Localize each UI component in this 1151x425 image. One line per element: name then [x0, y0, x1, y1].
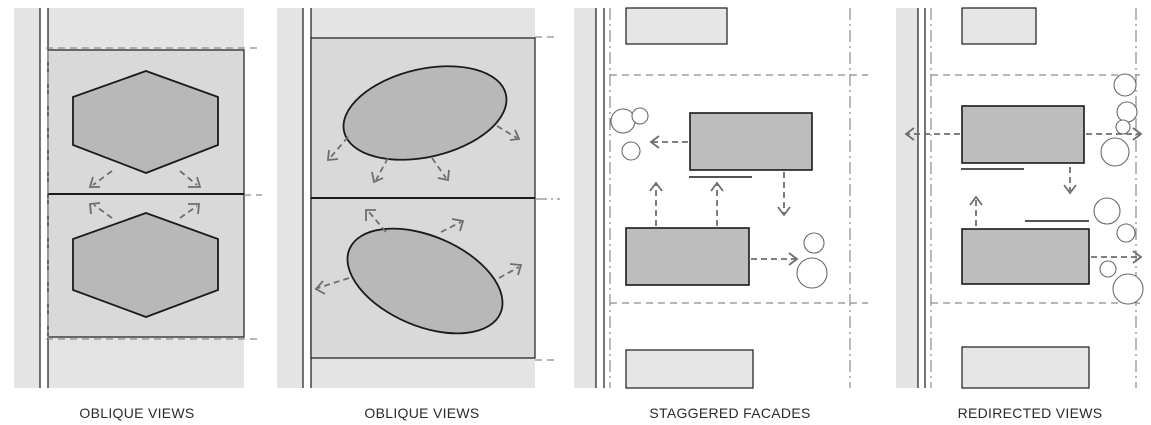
view-arrows [88, 170, 202, 219]
neighbor-building-bottom [961, 346, 1090, 389]
neighbor-building-bottom [625, 349, 754, 389]
panel-1-oblique-hexagons: OBLIQUE VIEWS [14, 8, 262, 421]
building-upper [689, 112, 813, 171]
panel-3-staggered-facades: STAGGERED FACADES [574, 7, 868, 421]
view-arrows [649, 135, 799, 266]
trees [1093, 73, 1144, 305]
street-strip [14, 8, 40, 388]
view-arrows [904, 127, 1143, 264]
panel-3-caption: STAGGERED FACADES [649, 405, 810, 421]
building-upper [961, 105, 1085, 164]
panel-4-caption: REDIRECTED VIEWS [958, 405, 1103, 421]
panel-2-caption: OBLIQUE VIEWS [364, 405, 479, 421]
hexagon-building-upper [72, 70, 219, 174]
building-lower [625, 227, 750, 286]
ellipse-building-lower [346, 227, 504, 335]
trees [610, 107, 828, 289]
view-arrows [314, 125, 523, 295]
neighbor-building-top [625, 7, 728, 45]
panel-4-redirected-views: REDIRECTED VIEWS [896, 7, 1144, 421]
ellipse-building-upper [342, 65, 508, 161]
building-lower [961, 228, 1090, 285]
panel-2-oblique-ellipses: OBLIQUE VIEWS [277, 8, 560, 421]
hexagon-building-lower [72, 212, 219, 318]
panel-1-caption: OBLIQUE VIEWS [79, 405, 194, 421]
neighbor-building-top [961, 7, 1037, 45]
